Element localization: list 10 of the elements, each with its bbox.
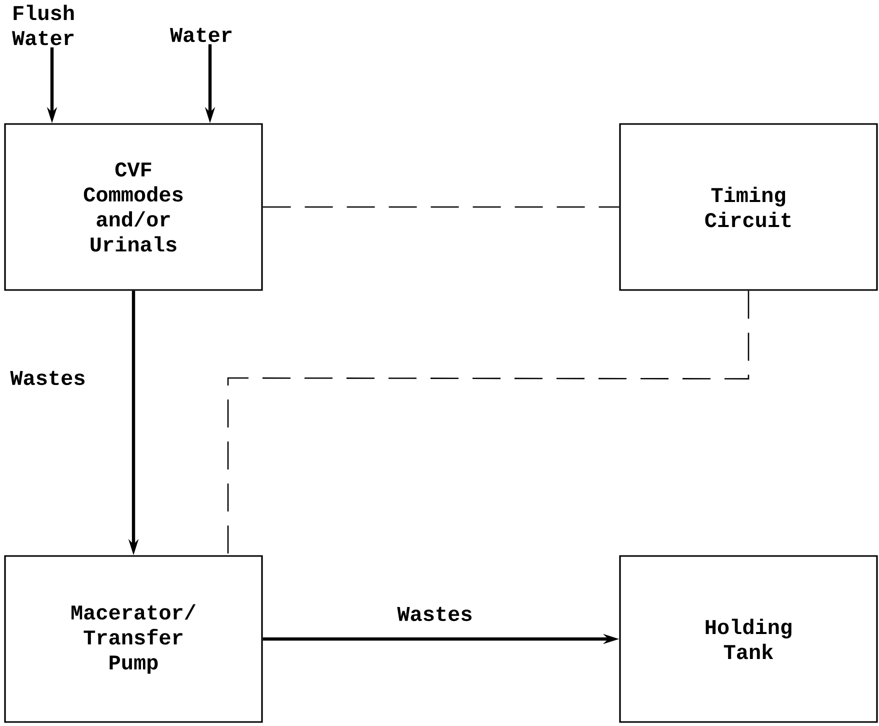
edge-label: Wastes bbox=[8, 368, 88, 388]
process-box: Timing Circuit bbox=[619, 123, 878, 291]
input-label: Flush Water bbox=[12, 4, 74, 46]
edge-label: Wastes bbox=[395, 604, 475, 624]
dashed-line bbox=[262, 206, 620, 208]
process-box: Holding Tank bbox=[619, 555, 878, 723]
input-label: Water bbox=[170, 28, 232, 42]
process-box: CVF Commodes and/or Urinals bbox=[4, 123, 263, 291]
process-box: Macerator/ Transfer Pump bbox=[4, 555, 263, 723]
dashed-line bbox=[227, 290, 750, 556]
